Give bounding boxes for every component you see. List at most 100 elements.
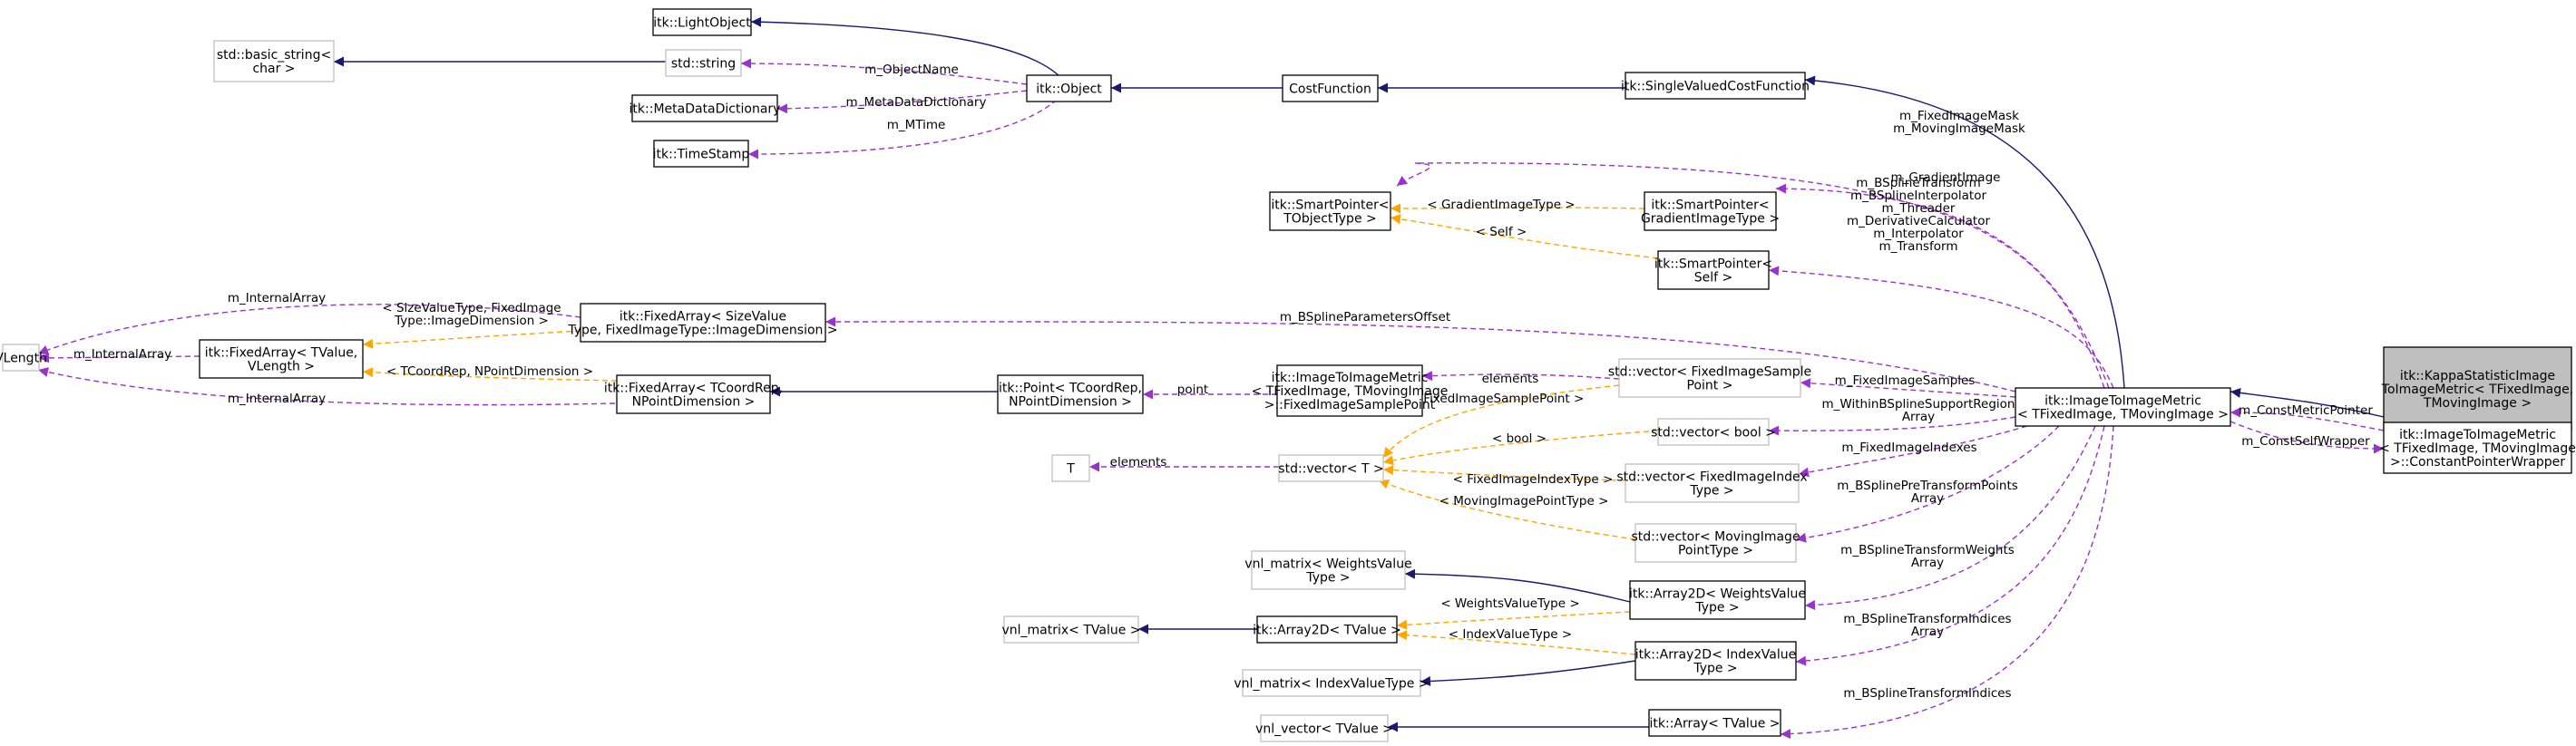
class-node-fisp[interactable]: itk::ImageToImageMetric< TFixedImage, TM… <box>1252 364 1449 417</box>
edge-label-text: m_DerivativeCalculator <box>1847 214 1991 228</box>
edge-label-text: m_WithinBSplineSupportRegion <box>1822 397 2015 412</box>
edge-label-text: m_InternalArray <box>73 347 171 362</box>
class-node-vnl-iv[interactable]: vnl_matrix< IndexValueType > <box>1234 669 1429 697</box>
class-node-label: Type > <box>1694 601 1739 615</box>
class-node-t[interactable]: T <box>1051 454 1090 482</box>
class-node-label: NPointDimension > <box>1009 395 1132 410</box>
class-node-label: itk::Array2D< WeightsValue <box>1629 587 1806 602</box>
class-node-vlength[interactable]: VLength <box>0 344 47 372</box>
edge-label-text: m_MTime <box>887 118 946 132</box>
class-node-fa-size[interactable]: itk::FixedArray< SizeValueType, FixedIma… <box>567 303 838 343</box>
edge-label-tcoordrep: < TCoordRep, NPointDimension > <box>386 364 593 379</box>
class-node-box <box>1657 418 1770 446</box>
class-node-box <box>1260 714 1389 742</box>
class-node-fa-tval[interactable]: itk::FixedArray< TValue,VLength > <box>199 339 364 379</box>
edge-a2dwv-to-vnlwv <box>1404 568 1631 603</box>
class-node-label: itk::ImageToImageMetric <box>1272 371 1429 385</box>
class-node-a2d-tv[interactable]: itk::Array2D< TValue > <box>1253 615 1401 644</box>
class-node-label: NPointDimension > <box>632 395 756 410</box>
class-node-sp-self[interactable]: itk::SmartPointer<Self > <box>1654 250 1772 290</box>
edge-label-constself: m_ConstSelfWrapper <box>2241 434 2370 449</box>
edge-label-self: < Self > <box>1476 225 1527 239</box>
class-node-label: VLength > <box>248 360 315 374</box>
edge-transform-group <box>1768 266 2114 389</box>
class-node-box <box>1625 72 1806 100</box>
edge-label-text: m_MetaDataDictionary <box>846 95 987 110</box>
class-node-box <box>1242 669 1421 697</box>
edge-label-indexvt: < IndexValueType > <box>1449 627 1572 642</box>
class-node-vec-mip[interactable]: std::vector< MovingImagePointType > <box>1631 523 1800 563</box>
edge-label-metadict: m_MetaDataDictionary <box>846 95 987 110</box>
edge-label-text: m_InternalArray <box>228 291 326 305</box>
class-node-sp-obj[interactable]: itk::SmartPointer<TObjectType > <box>1269 191 1391 231</box>
class-node-vec-t[interactable]: std::vector< T > <box>1278 454 1384 482</box>
edge-indices-arr <box>1795 425 2105 666</box>
class-node-vnl-tv[interactable]: vnl_matrix< TValue > <box>1001 615 1141 644</box>
class-node-vec-bool[interactable]: std::vector< bool > <box>1651 418 1776 446</box>
edge-objname <box>740 58 1028 85</box>
edge-label-text: < IndexValueType > <box>1449 627 1572 642</box>
class-node-vec-fis[interactable]: std::vector< FixedImageSamplePoint > <box>1608 358 1811 398</box>
edge-label-weightsvt: < WeightsValueType > <box>1440 596 1579 611</box>
edge-label-sizevaluetype: < SizeValueType, FixedImageType::ImageDi… <box>382 301 561 328</box>
class-node-label: Type, FixedImageType::ImageDimension > <box>567 324 837 338</box>
class-node-box <box>1278 454 1384 482</box>
class-node-label: std::vector< FixedImageIndex <box>1616 470 1807 485</box>
class-node-label: itk::ImageToImageMetric <box>2399 428 2556 442</box>
edge-label-internal-top: m_InternalArray <box>228 291 326 305</box>
edge-tpl-fii <box>1382 465 1626 481</box>
edge-tpl-weightsvt <box>1396 611 1631 630</box>
edge-label-internal-bot: m_InternalArray <box>228 392 326 406</box>
class-node-costf[interactable]: CostFunction <box>1282 74 1379 102</box>
class-node-timestamp[interactable]: itk::TimeStamp <box>653 140 750 168</box>
edge-label-text: Array <box>1911 491 1944 506</box>
class-node-metadict[interactable]: itk::MetaDataDictionary <box>629 94 781 122</box>
class-node-lightobj[interactable]: itk::LightObject <box>652 8 752 36</box>
class-node-box <box>1625 463 1800 503</box>
class-node-box <box>580 303 826 343</box>
class-node-point[interactable]: itk::Point< TCoordRep,NPointDimension > <box>997 374 1144 414</box>
class-node-itim[interactable]: itk::ImageToImageMetric< TFixedImage, TM… <box>2015 387 2231 427</box>
class-node-sp-grad[interactable]: itk::SmartPointer<GradientImageType > <box>1641 191 1780 231</box>
edge-label-text: m_MovingImageMask <box>1893 121 2025 136</box>
edge-a2div-to-vnliv <box>1420 660 1636 686</box>
class-node-fa-tcoord[interactable]: itk::FixedArray< TCoordRep,NPointDimensi… <box>604 374 783 414</box>
class-node-stdstring[interactable]: std::string <box>665 49 742 77</box>
class-node-arr-tv[interactable]: itk::Array< TValue > <box>1648 709 1781 737</box>
class-node-label: GradientImageType > <box>1641 212 1780 227</box>
class-node-label: std::vector< T > <box>1278 462 1383 477</box>
class-node-label: std::vector< bool > <box>1651 426 1776 441</box>
edge-label-elements-top: elements <box>1482 372 1539 386</box>
class-node-label: vnl_matrix< IndexValueType > <box>1234 677 1429 692</box>
class-node-box <box>2383 421 2572 474</box>
class-node-cpw[interactable]: itk::ImageToImageMetric< TFixedImage, TM… <box>2379 421 2576 474</box>
class-node-label: VLength <box>0 352 47 366</box>
edge-label-text: m_Interpolator <box>1873 227 1964 241</box>
class-node-object[interactable]: itk::Object <box>1026 74 1112 102</box>
class-node-label: Self > <box>1694 271 1733 286</box>
class-node-svcf[interactable]: itk::SingleValuedCostFunction <box>1621 72 1810 100</box>
class-node-basicstring[interactable]: std::basic_string<char > <box>213 40 335 82</box>
class-node-box <box>1269 191 1391 231</box>
class-node-label: vnl_vector< TValue > <box>1255 722 1393 737</box>
edge-label-text: elements <box>1482 372 1539 386</box>
class-node-label: itk::FixedArray< TCoordRep, <box>604 382 783 396</box>
class-node-vnlvec[interactable]: vnl_vector< TValue > <box>1255 714 1393 742</box>
class-node-vec-fii[interactable]: std::vector< FixedImageIndexType > <box>1616 463 1808 503</box>
class-node-label: itk::ImageToImageMetric <box>2044 394 2201 409</box>
class-node-label: itk::LightObject <box>653 16 751 31</box>
class-node-label: PointType > <box>1678 544 1753 558</box>
class-node-box <box>1634 523 1797 563</box>
class-node-a2d-wv[interactable]: itk::Array2D< WeightsValueType > <box>1629 580 1806 620</box>
class-node-box <box>1657 250 1770 290</box>
class-node-vnl-wv[interactable]: vnl_matrix< WeightsValueType > <box>1244 550 1412 590</box>
class-node-box <box>653 140 749 168</box>
class-node-label: ToImageMetric< TFixedImage, <box>2381 383 2573 397</box>
class-node-a2d-iv[interactable]: itk::Array2D< IndexValueType > <box>1634 641 1797 681</box>
edge-label-text: m_BSplineTransformIndices <box>1843 612 2011 626</box>
edge-label-text: m_BSplineInterpolator <box>1850 189 1987 203</box>
edge-label-text: Array <box>1911 556 1944 570</box>
class-node-label: itk::FixedArray< SizeValue <box>620 310 786 325</box>
